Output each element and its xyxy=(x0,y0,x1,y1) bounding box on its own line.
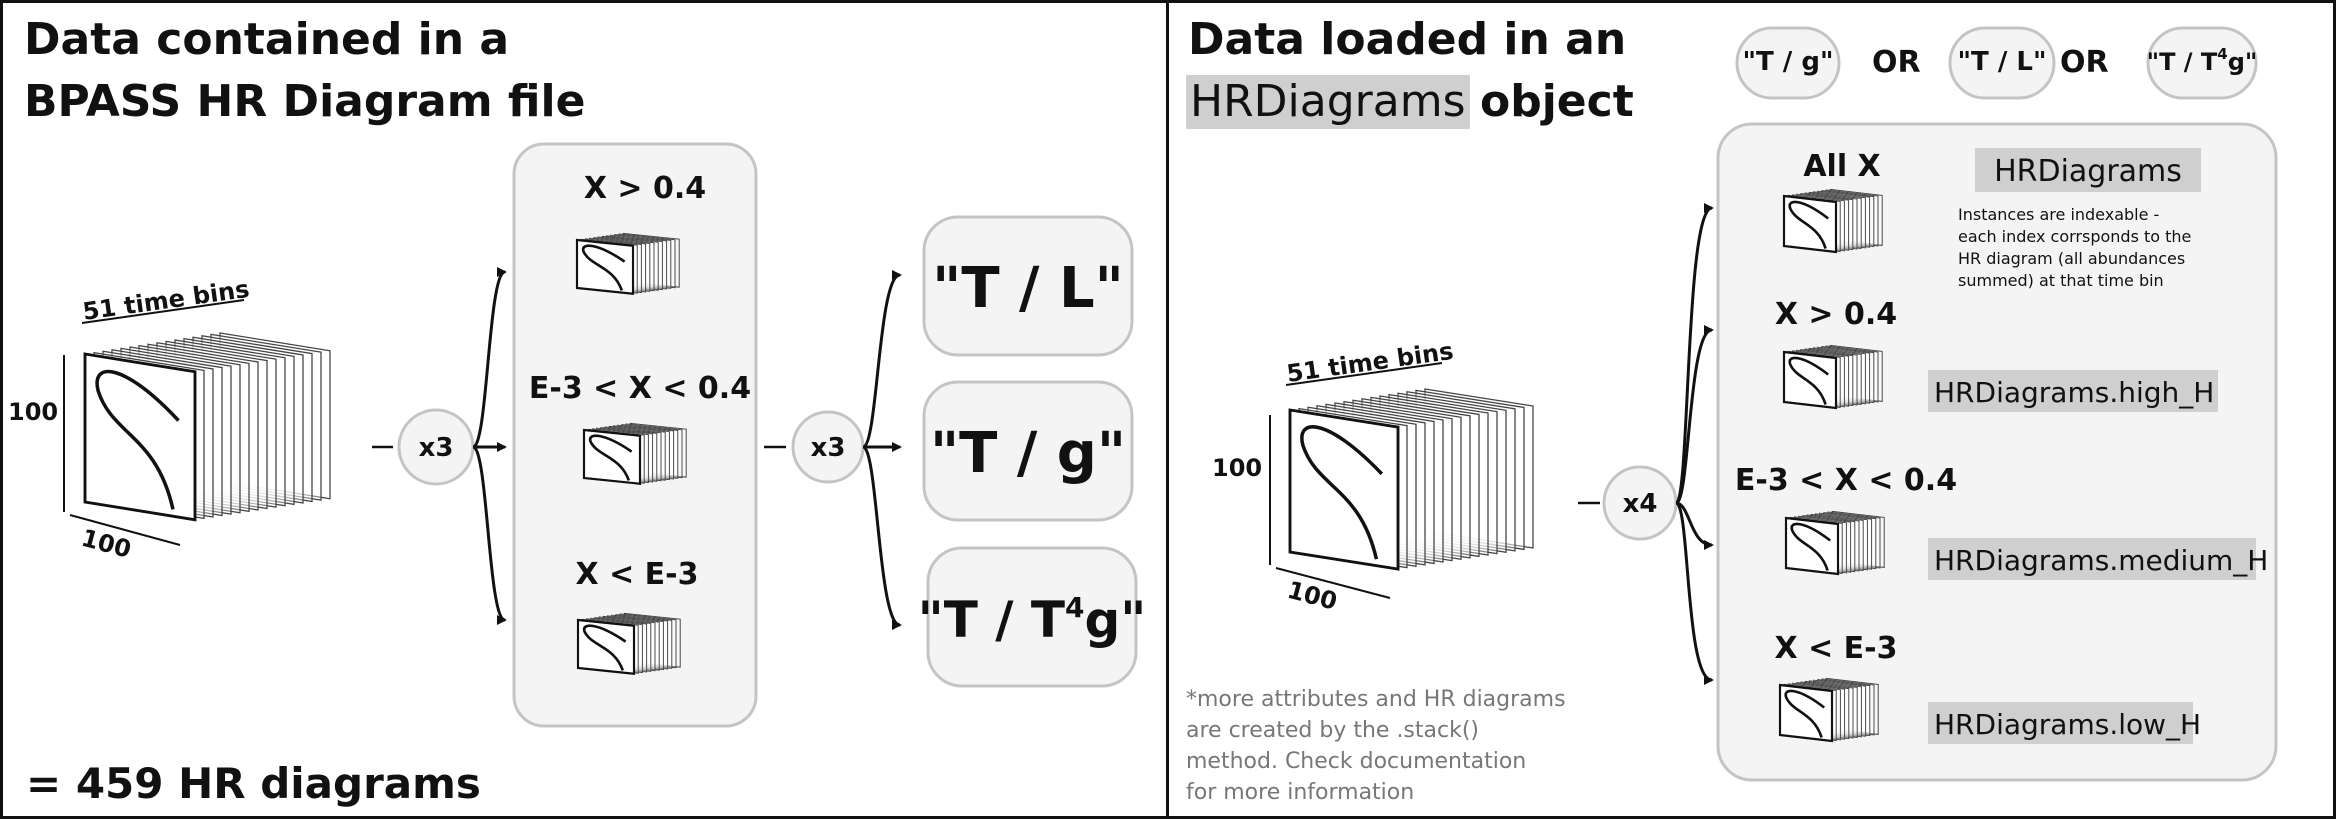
diagram-frame xyxy=(1782,194,1838,254)
diagram-frame xyxy=(582,428,642,485)
hr-track-curve xyxy=(1784,689,1826,738)
description-line-1: Instances are indexable - xyxy=(1958,205,2159,224)
footnote-line-2: are created by the .stack() xyxy=(1186,718,1479,743)
attribute-highlight-all xyxy=(1975,148,2201,192)
attribute-all: HRDiagrams xyxy=(1994,154,2182,189)
time-bins-dimension-line xyxy=(81,299,245,324)
mini-stack-high-right xyxy=(1782,344,1883,410)
multiplier-label: x3 xyxy=(419,433,454,463)
mini-stack-medium-right xyxy=(1784,510,1885,576)
right-title-line1: Data loaded in an xyxy=(1188,14,1626,65)
diagram-type-tl: "T / L" xyxy=(932,256,1124,321)
mini-stack-low-right xyxy=(1778,677,1879,743)
option-pill-tl xyxy=(1948,26,2056,100)
arrow-to-medium-h-right xyxy=(1675,501,1714,550)
option-tg: "T / g" xyxy=(1742,47,1833,77)
mini-stack-high xyxy=(575,232,680,295)
attribute-highlight-medium xyxy=(1928,538,2256,580)
time-bins-label-right: 51 time bins xyxy=(1285,337,1455,388)
time-bins-label: 51 time bins xyxy=(81,275,251,326)
y-dimension-label: 100 xyxy=(8,398,58,426)
attribute-medium: HRDiagrams.medium_H xyxy=(1934,544,2268,577)
diagram-type-box-tg xyxy=(922,380,1134,522)
right-panel-border xyxy=(1166,0,2336,819)
hr-diagram-stack xyxy=(83,332,331,522)
right-title-suffix: object xyxy=(1480,76,1634,127)
y-dimension-label-right: 100 xyxy=(1212,454,1262,482)
total-count: = 459 HR diagrams xyxy=(26,759,481,808)
diagram-frame xyxy=(1784,516,1840,576)
mini-stack-low xyxy=(576,612,681,675)
footnote-line-4: for more information xyxy=(1186,780,1414,805)
diagram-type-box-tl xyxy=(922,215,1134,357)
arrow-to-low-h-right xyxy=(1674,501,1714,685)
hr-track-curve xyxy=(582,624,627,671)
abundance-label-high: X > 0.4 xyxy=(584,171,706,206)
mini-stack-medium xyxy=(582,422,687,485)
arrow-to-all-x xyxy=(1674,203,1714,505)
mini-stack-all xyxy=(1782,188,1883,254)
time-bins-dimension-line-right xyxy=(1285,362,1443,386)
title-highlight-background xyxy=(1186,75,1470,129)
diagram-frame xyxy=(1288,408,1400,571)
hr-track-curve xyxy=(1300,425,1384,560)
diagram-frame xyxy=(576,618,636,675)
option-pill-tg xyxy=(1735,26,1841,100)
arrow-to-low-h xyxy=(471,445,507,625)
hr-track-curve xyxy=(581,244,626,291)
group-label-medium: E-3 < X < 0.4 xyxy=(1735,463,1957,498)
attribute-low: HRDiagrams.low_H xyxy=(1934,708,2201,741)
left-title-line2: BPASS HR Diagram file xyxy=(24,76,585,127)
hr-track-curve xyxy=(1788,356,1830,405)
abundance-label-low: X < E-3 xyxy=(576,557,699,592)
footnote-line-1: *more attributes and HR diagrams xyxy=(1186,687,1566,712)
groups-box xyxy=(1716,122,2278,782)
attribute-high: HRDiagrams.high_H xyxy=(1934,376,2214,409)
description-line-4: summed) at that time bin xyxy=(1958,271,2164,290)
diagram-type-box-tt4g xyxy=(926,546,1138,688)
hr-track-curve xyxy=(95,369,180,510)
arrow-to-high-h-right xyxy=(1674,325,1714,505)
diagram-frame xyxy=(83,352,197,522)
hr-track-curve xyxy=(1788,200,1830,249)
option-tl: "T / L" xyxy=(1958,47,2047,77)
group-label-high: X > 0.4 xyxy=(1775,297,1897,332)
left-panel: Data contained in a BPASS HR Diagram fil… xyxy=(8,14,1146,808)
footnote-line-3: method. Check documentation xyxy=(1186,749,1526,774)
arrow-to-tt4g xyxy=(861,445,902,630)
diagram-frame xyxy=(1778,683,1834,743)
option-or-2: OR xyxy=(2060,45,2109,80)
option-tt4g: "T / T4g" xyxy=(2147,45,2258,76)
hr-diagram-stack-loaded xyxy=(1288,388,1534,571)
abundance-label-medium: E-3 < X < 0.4 xyxy=(529,371,751,406)
right-title-highlight: HRDiagrams xyxy=(1190,76,1466,127)
diagram-frame xyxy=(575,238,635,295)
diagram-frame xyxy=(1782,350,1838,410)
attribute-highlight-low xyxy=(1928,702,2193,744)
option-or-1: OR xyxy=(1872,45,1921,80)
description-line-3: HR diagram (all abundances xyxy=(1958,249,2185,268)
right-panel: Data loaded in an HRDiagrams object "T /… xyxy=(1186,14,2278,805)
diagram-type-tt4g: "T / T4g" xyxy=(918,591,1147,649)
x-dimension-line-right xyxy=(1275,567,1391,599)
group-label-all: All X xyxy=(1803,149,1880,184)
description-line-2: each index corrsponds to the xyxy=(1958,227,2191,246)
multiplier-label-right: x4 xyxy=(1623,489,1658,519)
hr-track-curve xyxy=(1790,522,1832,571)
multiplier-label-2: x3 xyxy=(811,433,846,463)
x-dimension-line xyxy=(69,514,181,546)
hr-track-curve xyxy=(588,434,633,481)
option-pill-tt4g xyxy=(2146,26,2258,100)
arrow-to-high-h xyxy=(471,267,507,449)
group-label-low: X < E-3 xyxy=(1775,631,1898,666)
diagram-type-tg: "T / g" xyxy=(930,421,1126,486)
attribute-highlight-high xyxy=(1928,370,2218,412)
arrow-to-tl xyxy=(861,270,902,449)
left-title-line1: Data contained in a xyxy=(24,14,509,65)
